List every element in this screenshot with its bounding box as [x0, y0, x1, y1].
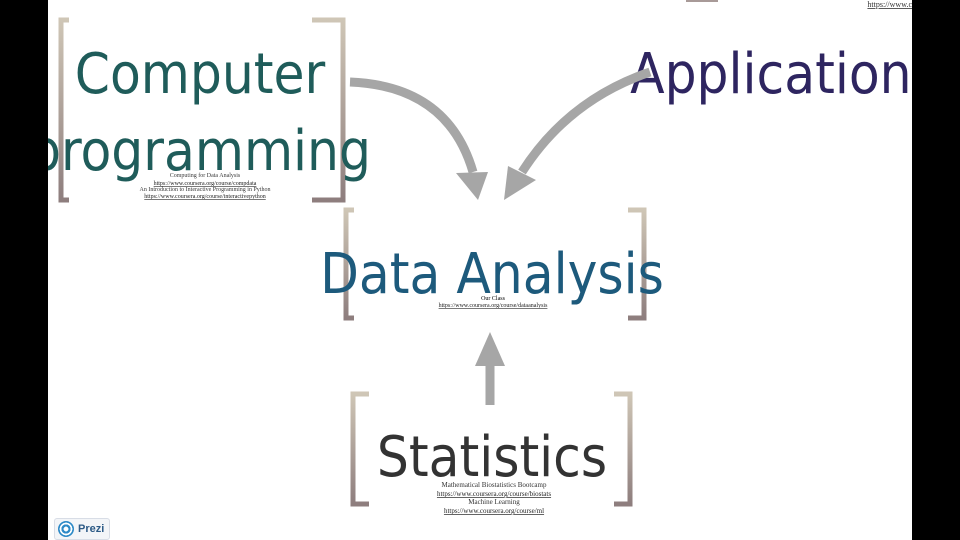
prezi-canvas: https://www.c Computer programming Compu… — [48, 0, 912, 540]
statistics-left-bracket — [350, 391, 369, 507]
course-link[interactable]: https://www.coursera.org/course/compdata — [154, 181, 257, 187]
arrows — [349, 67, 652, 405]
data-analysis-node: Data Analysis Our Class https://www.cour… — [320, 207, 664, 321]
computer-programming-title-line2: programming — [48, 119, 371, 184]
prezi-logo-icon — [58, 521, 74, 537]
data-analysis-title: Data Analysis — [320, 242, 664, 307]
data-analysis-left-bracket — [343, 207, 354, 321]
corner-url[interactable]: https://www.c — [867, 0, 912, 9]
statistics-title: Statistics — [377, 425, 607, 490]
computer-programming-title-line1: Computer — [75, 42, 326, 107]
course-name: Machine Learning — [468, 498, 520, 506]
course-link[interactable]: https://www.coursera.org/course/biostats — [437, 490, 551, 498]
course-name: Mathematical Biostatistics Bootcamp — [442, 481, 547, 489]
course-name: An Introduction to Interactive Programmi… — [140, 187, 271, 193]
computer-programming-right-bracket — [312, 17, 346, 203]
arrowhead-applications-to-analysis — [504, 166, 536, 200]
statistics-right-bracket — [614, 391, 633, 507]
top-edge-mark — [686, 0, 718, 2]
arrowhead-statistics-to-analysis — [475, 332, 505, 366]
course-link[interactable]: https://www.coursera.org/course/interact… — [144, 194, 265, 200]
arrow-programming-to-analysis — [349, 77, 478, 174]
prezi-badge-label: Prezi — [78, 523, 105, 535]
computer-programming-node: Computer programming Computing for Data … — [48, 17, 371, 203]
diagram: https://www.c Computer programming Compu… — [48, 0, 912, 515]
data-analysis-right-bracket — [628, 207, 647, 321]
data-analysis-link[interactable]: https://www.coursera.org/course/dataanal… — [439, 303, 548, 309]
statistics-node: Statistics Mathematical Biostatistics Bo… — [350, 391, 633, 515]
course-link[interactable]: https://www.coursera.org/course/ml — [444, 507, 544, 515]
prezi-badge[interactable]: Prezi — [54, 518, 111, 540]
data-analysis-sub-label: Our Class — [481, 296, 505, 302]
arrow-applications-to-analysis — [518, 67, 652, 175]
course-name: Computing for Data Analysis — [170, 172, 241, 179]
arrowhead-programming-to-analysis — [456, 172, 488, 200]
computer-programming-left-bracket — [58, 17, 69, 203]
applications-title: Applications — [630, 42, 912, 107]
